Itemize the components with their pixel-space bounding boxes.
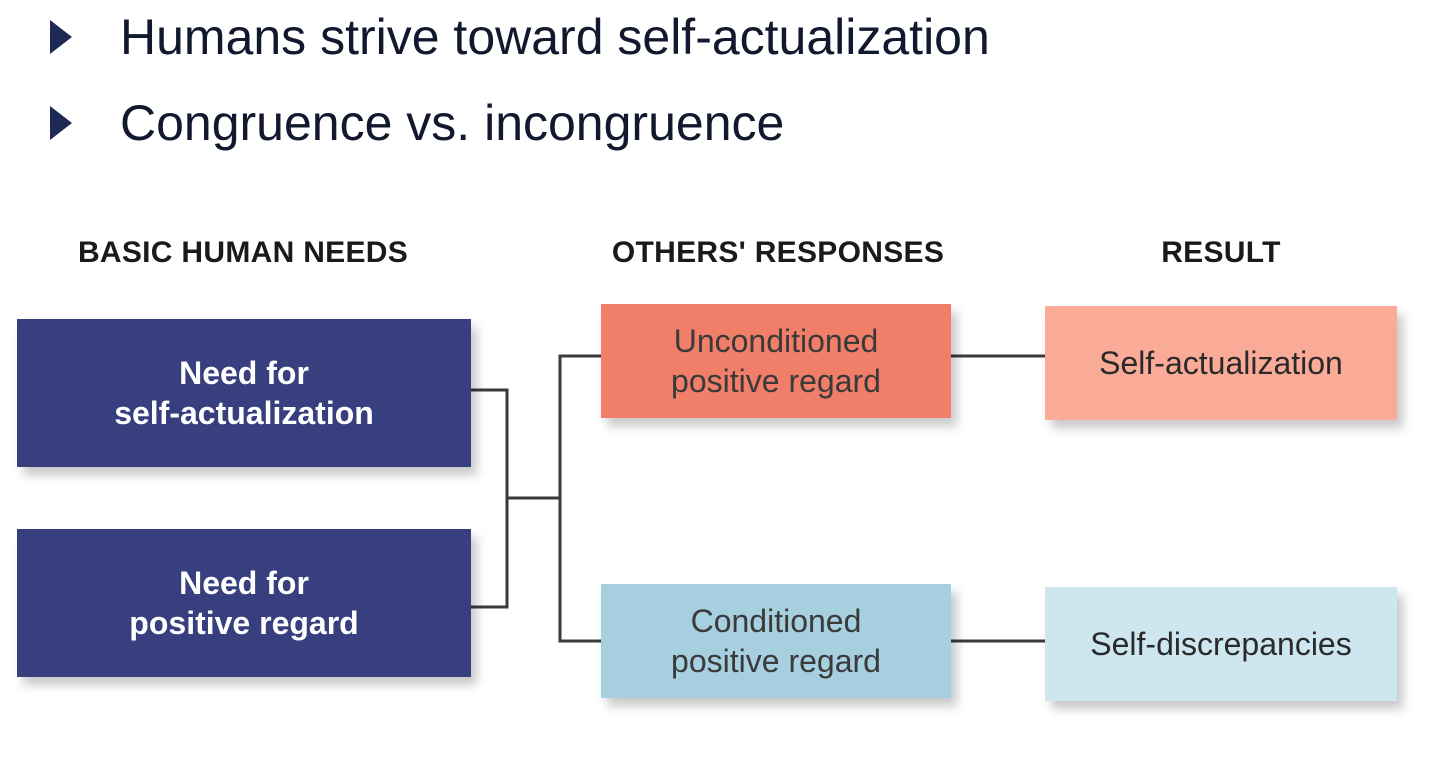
box-label-line: Need for	[179, 355, 309, 391]
box-label-line: Conditioned	[690, 603, 862, 639]
bullet-triangle-icon	[50, 106, 72, 140]
result-self-actualization-box: Self-actualization	[1045, 306, 1397, 420]
box-label-line: positive regard	[671, 643, 881, 679]
bullet-item: Congruence vs. incongruence	[50, 88, 784, 158]
box-label-line: self-actualization	[114, 395, 374, 431]
need-self-actualization-box: Need for self-actualization	[17, 319, 471, 467]
bullet-triangle-icon	[50, 20, 72, 54]
connector-responses-bracket	[558, 354, 601, 643]
conditioned-positive-regard-box: Conditioned positive regard	[601, 584, 951, 698]
connector-needs-bracket	[471, 388, 509, 609]
box-label-line: Need for	[179, 565, 309, 601]
header-result: RESULT	[1161, 236, 1281, 269]
bullet-text: Humans strive toward self-actualization	[120, 9, 990, 65]
box-label-line: Unconditioned	[673, 323, 879, 359]
result-self-discrepancies-box: Self-discrepancies	[1045, 587, 1397, 701]
bullet-text: Congruence vs. incongruence	[120, 95, 785, 151]
unconditioned-positive-regard-box: Unconditioned positive regard	[601, 304, 951, 418]
box-label-line: Self-discrepancies	[1090, 626, 1352, 662]
box-label-line: positive regard	[129, 605, 359, 641]
box-label-line: Self-actualization	[1099, 345, 1343, 381]
header-others-responses: OTHERS' RESPONSES	[611, 236, 945, 269]
box-label-line: positive regard	[671, 363, 881, 399]
need-positive-regard-box: Need for positive regard	[17, 529, 471, 677]
header-basic-human-needs: BASIC HUMAN NEEDS	[77, 236, 409, 269]
bullet-item: Humans strive toward self-actualization	[50, 2, 990, 72]
